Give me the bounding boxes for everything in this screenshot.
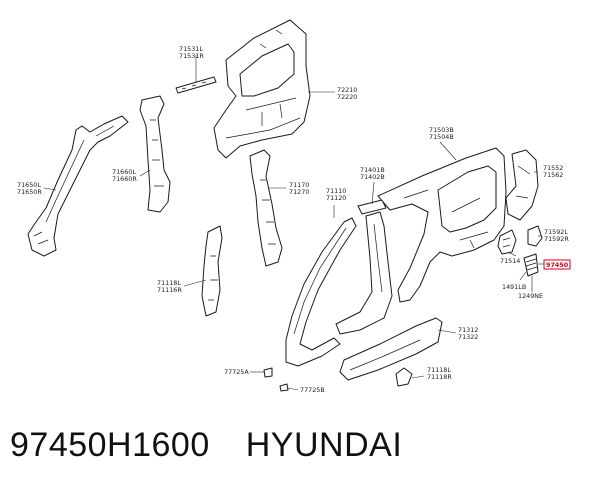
label-71660-line1: 71660L [112,168,136,176]
label-71552-line1: 71552 [543,164,563,172]
label-71514: 71514 [500,257,520,265]
part-clip-77725a [263,367,273,378]
caption: 97450H1600 HYUNDAI [10,426,402,465]
label-71312-line2: 71322 [458,333,478,341]
label-71531-line2: 71531R [179,52,204,60]
part-clip-77725b [279,383,289,392]
label-71503-line2: 71504B [429,133,454,141]
part-side-outer-front [285,217,357,367]
label-71503-line1: 71503B [429,126,454,134]
label-72210-line1: 72210 [337,86,357,94]
part-small-bracket [527,225,543,247]
label-71552-line2: 71562 [543,171,563,179]
label-71312-line1: 71312 [458,326,478,334]
part-center-pillar-outer [249,149,283,267]
label-77725a: 77725A [224,368,249,376]
part-rear-quarter-inner [213,19,311,159]
label-72210-line2: 72220 [337,93,357,101]
part-97450-grille [523,253,539,277]
label-71401-line2: 71402B [360,173,385,181]
label-71118-left-line1: 71118L [157,279,181,287]
part-center-pillar-inner [139,95,171,213]
label-1249ne: 1249NE [518,292,543,300]
label-1491lb: 1491LB [502,283,526,291]
part-side-sill [339,317,443,381]
label-71118-left-line2: 71116R [157,286,182,294]
part-sill-reinforcement-left [201,225,223,317]
label-71401-line1: 71401B [360,166,385,174]
label-71531-line1: 71531L [179,45,203,53]
label-71650-line1: 71650L [17,181,41,189]
label-71592-line2: 71592R [544,235,569,243]
label-71660-line2: 71660R [112,175,137,183]
part-sill-end-piece [395,367,413,387]
caption-brand: HYUNDAI [245,426,403,464]
label-71170-line2: 71270 [289,188,309,196]
label-71118-bottom-line1: 71118L [427,366,451,374]
part-side-outer-center [335,211,393,335]
part-roof-rail-strip [175,76,217,94]
caption-part-number: 97450H1600 [10,426,210,464]
highlight-box-97450 [543,259,571,270]
label-71592-line1: 71592L [544,228,568,236]
part-rear-panel-extension [505,149,539,221]
part-front-pillar [27,115,129,257]
label-71170-line1: 71170 [289,181,309,189]
part-roof-side-rail [357,199,387,215]
label-71110-line2: 71120 [326,194,346,202]
label-71110-line1: 71110 [326,187,346,195]
label-71650-line2: 71650R [17,188,42,196]
part-fuel-filler-housing [497,229,517,255]
label-97450-highlighted[interactable]: 97450 [546,261,569,269]
label-77725b: 77725B [300,386,325,394]
label-71118-bottom-line2: 71118R [427,373,452,381]
leader-lines [43,55,546,391]
part-side-outer-rear [377,147,507,303]
